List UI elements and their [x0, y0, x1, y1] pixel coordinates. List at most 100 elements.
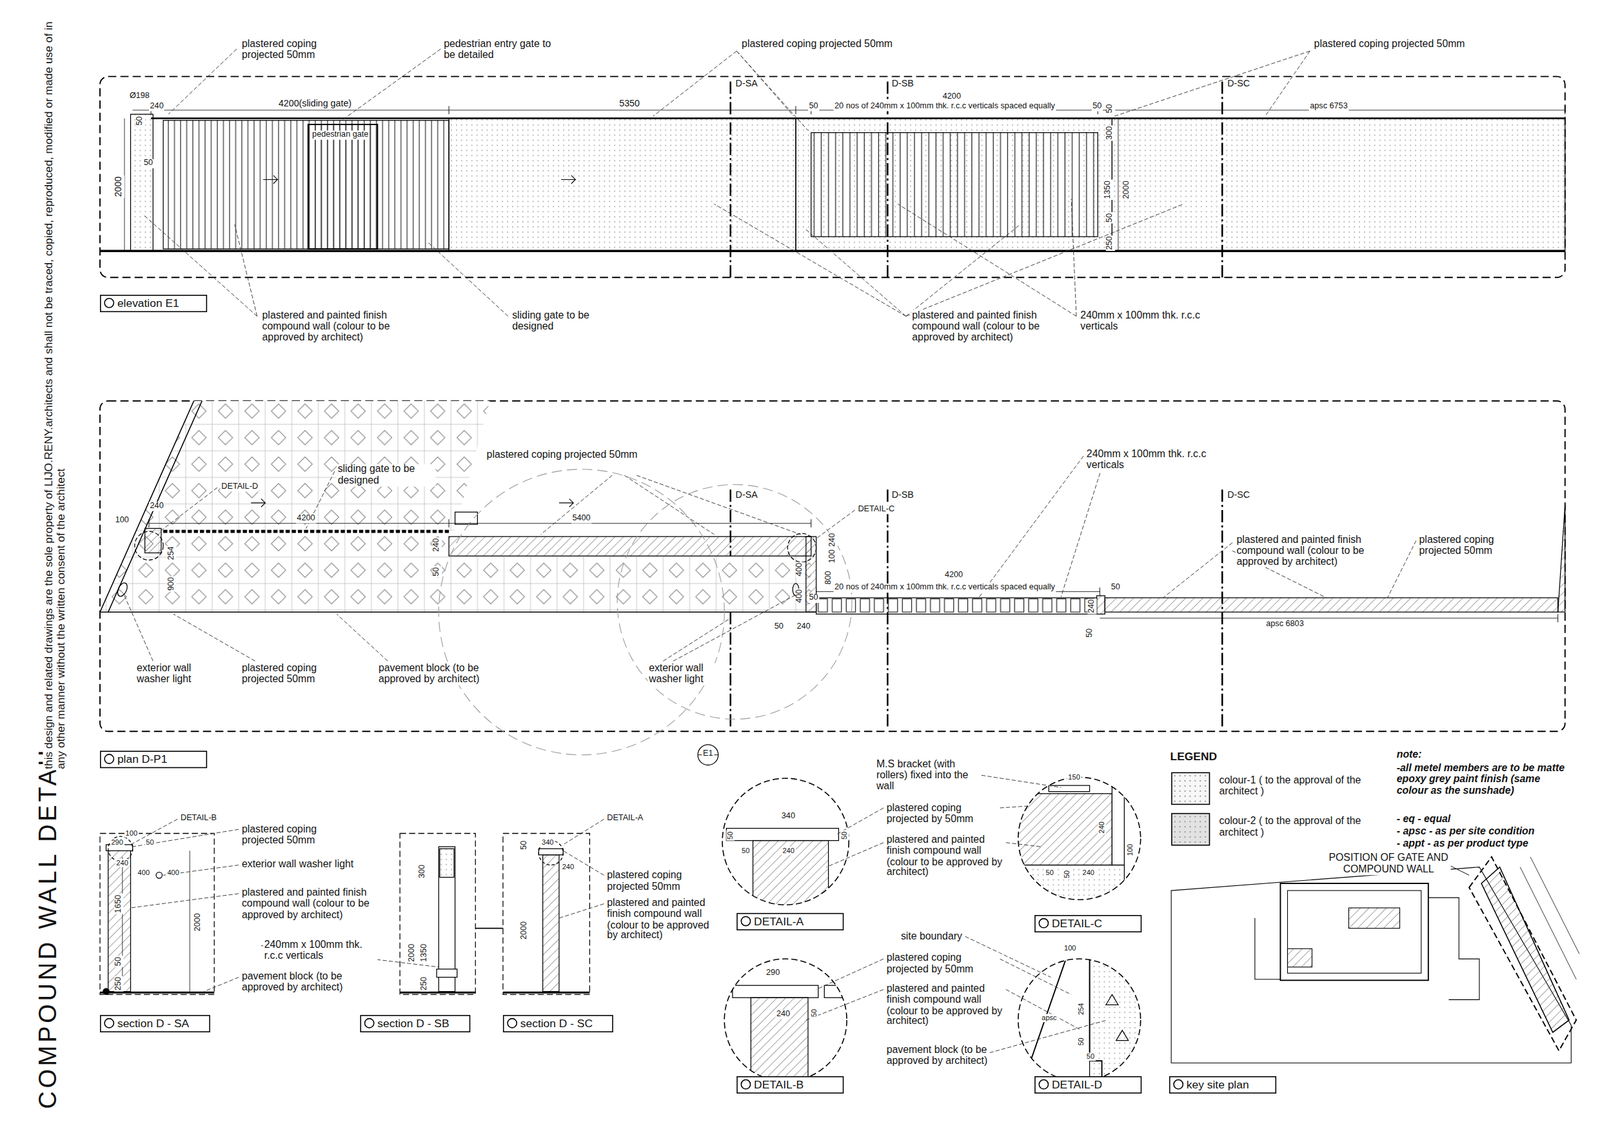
drawing-rect: [99, 76, 1566, 278]
drawing-label: 800: [824, 570, 834, 586]
drawing-line: [99, 249, 1566, 252]
drawing-rect: [753, 840, 829, 923]
section-views: [99, 833, 590, 995]
drawing-path: [1106, 994, 1129, 1041]
drawing-rect: [726, 828, 839, 841]
drawing-rect: [436, 969, 458, 978]
plan-view: [99, 401, 1566, 766]
view-symbol: [103, 1018, 115, 1029]
drawing-rect: [1287, 948, 1312, 967]
drawing-g: [1009, 785, 1125, 907]
drawing-label: M.S bracket (with rollers) fixed into th…: [875, 759, 979, 792]
drawing-label: apsc: [1040, 1014, 1059, 1023]
drawing-label: D-SB: [890, 79, 915, 89]
drawing-label: 50: [726, 830, 734, 841]
drawing-g: [732, 985, 845, 1090]
drawing-label: 5350: [618, 98, 642, 109]
drawing-label: 240: [781, 846, 796, 855]
drawing-label: 50: [1044, 869, 1055, 878]
drawing-label: - apsc - as per site condition: [1395, 826, 1536, 838]
drawing-line: [163, 530, 449, 534]
drawing-label: pavement block (to be approved by archit…: [885, 1044, 990, 1067]
drawing-circle: [108, 836, 133, 861]
drawing-path: [99, 401, 202, 613]
drawing-label: 240: [561, 862, 576, 871]
drawing-rect: [1348, 908, 1400, 929]
drawing-label: DETAIL-B: [179, 813, 218, 823]
drawing-label: plastered coping projected by 50mm: [885, 953, 1000, 976]
detail-d: [1018, 943, 1148, 1087]
leader-lines: [124, 49, 1417, 1054]
drawing-rect: [99, 833, 215, 995]
drawing-label: POSITION OF GATE AND COMPOUND WALL: [1326, 853, 1452, 876]
drawing-label: 300: [418, 863, 428, 880]
drawing-rect: [543, 855, 560, 992]
drawing-label: plastered coping projected 50mm: [740, 38, 896, 50]
drawing-rect: [1104, 597, 1558, 613]
drawing-polygon: [1558, 504, 1566, 613]
drawing-label: plastered and painted finish compound wa…: [261, 310, 416, 344]
drawing-label: 50: [1062, 869, 1071, 880]
view-title: section D - SA: [117, 1017, 189, 1030]
drawing-path: [148, 519, 1559, 623]
view-symbol: [103, 297, 115, 309]
view-title-tag: DETAIL-C: [1034, 915, 1142, 933]
view-title-tag: DETAIL-D: [1034, 1076, 1142, 1094]
drawing-label: D-SC: [1226, 79, 1252, 89]
drawing-label: 50: [432, 566, 442, 578]
drawing-label: 240mm x 100mm thk. r.c.c verticals: [263, 939, 378, 962]
drawing-label: DETAIL-D: [220, 482, 260, 492]
drawing-label: D-SA: [734, 490, 759, 501]
drawing-label: 50: [142, 159, 154, 169]
drawing-label: 50: [809, 1007, 818, 1018]
view-title-tag: DETAIL-A: [736, 913, 844, 931]
drawing-label: - eq - equal: [1395, 813, 1452, 825]
drawing-label: plastered and painted finish compound wa…: [911, 310, 1067, 344]
view-title: DETAIL-C: [1051, 917, 1103, 930]
view-title: plan D-P1: [117, 753, 168, 766]
drawing-label: 2000: [520, 920, 530, 941]
view-title: DETAIL-A: [753, 915, 804, 928]
drawing-label: 4200: [296, 513, 317, 524]
drawing-polygon: [99, 401, 812, 613]
drawing-rect: [448, 536, 812, 556]
drawing-label: plastered and painted finish compound wa…: [1235, 534, 1381, 568]
drawing-circle: [1018, 958, 1141, 1082]
drawing-label: 4200: [943, 571, 964, 581]
drawing-label: 250: [114, 975, 124, 992]
drawing-label: 290: [765, 969, 781, 979]
drawing-rect: [1280, 883, 1428, 981]
drawing-label: 240mm x 100mm thk. r.c.c verticals: [1079, 310, 1215, 333]
drawing-label: 100: [124, 829, 139, 838]
drawing-path: [1520, 857, 1580, 980]
view-title: DETAIL-D: [1051, 1078, 1103, 1091]
drawing-label: 240: [148, 101, 165, 111]
drawing-label: 2000: [114, 175, 124, 198]
drawing-label: 254: [167, 545, 177, 562]
view-title: DETAIL-B: [753, 1078, 804, 1091]
drawing-circle: [1018, 777, 1141, 900]
drawing-line: [99, 611, 817, 613]
drawing-polygon: [1481, 867, 1570, 1033]
drawing-label: 290: [110, 838, 125, 847]
drawing-label: Ø198: [128, 91, 151, 101]
drawing-label: 400: [795, 561, 805, 578]
drawing-label: 50: [135, 115, 145, 127]
drawing-rect: [308, 124, 378, 249]
drawing-label: 2000: [408, 942, 418, 963]
drawing-label: DETAIL-C: [857, 504, 896, 514]
drawing-label: 2000: [1122, 179, 1132, 200]
view-symbol: [1038, 918, 1049, 929]
drawing-label: 240: [115, 859, 130, 867]
sheet-title: COMPOUND WALL DETAIL: [34, 739, 62, 1111]
drawing-label: exterior wall washer light: [135, 662, 220, 685]
drawing-label: 250: [420, 975, 430, 992]
drawing-circle: [617, 484, 852, 720]
drawing-label: sliding gate to be designed: [336, 464, 436, 487]
drawing-label: 240: [775, 1009, 791, 1019]
drawing-path: [1025, 943, 1072, 1077]
drawing-path: [1469, 857, 1577, 1052]
drawing-label: 2000: [194, 912, 204, 933]
drawing-label: 50: [773, 622, 785, 632]
drawing-label: 254: [1077, 1002, 1086, 1017]
